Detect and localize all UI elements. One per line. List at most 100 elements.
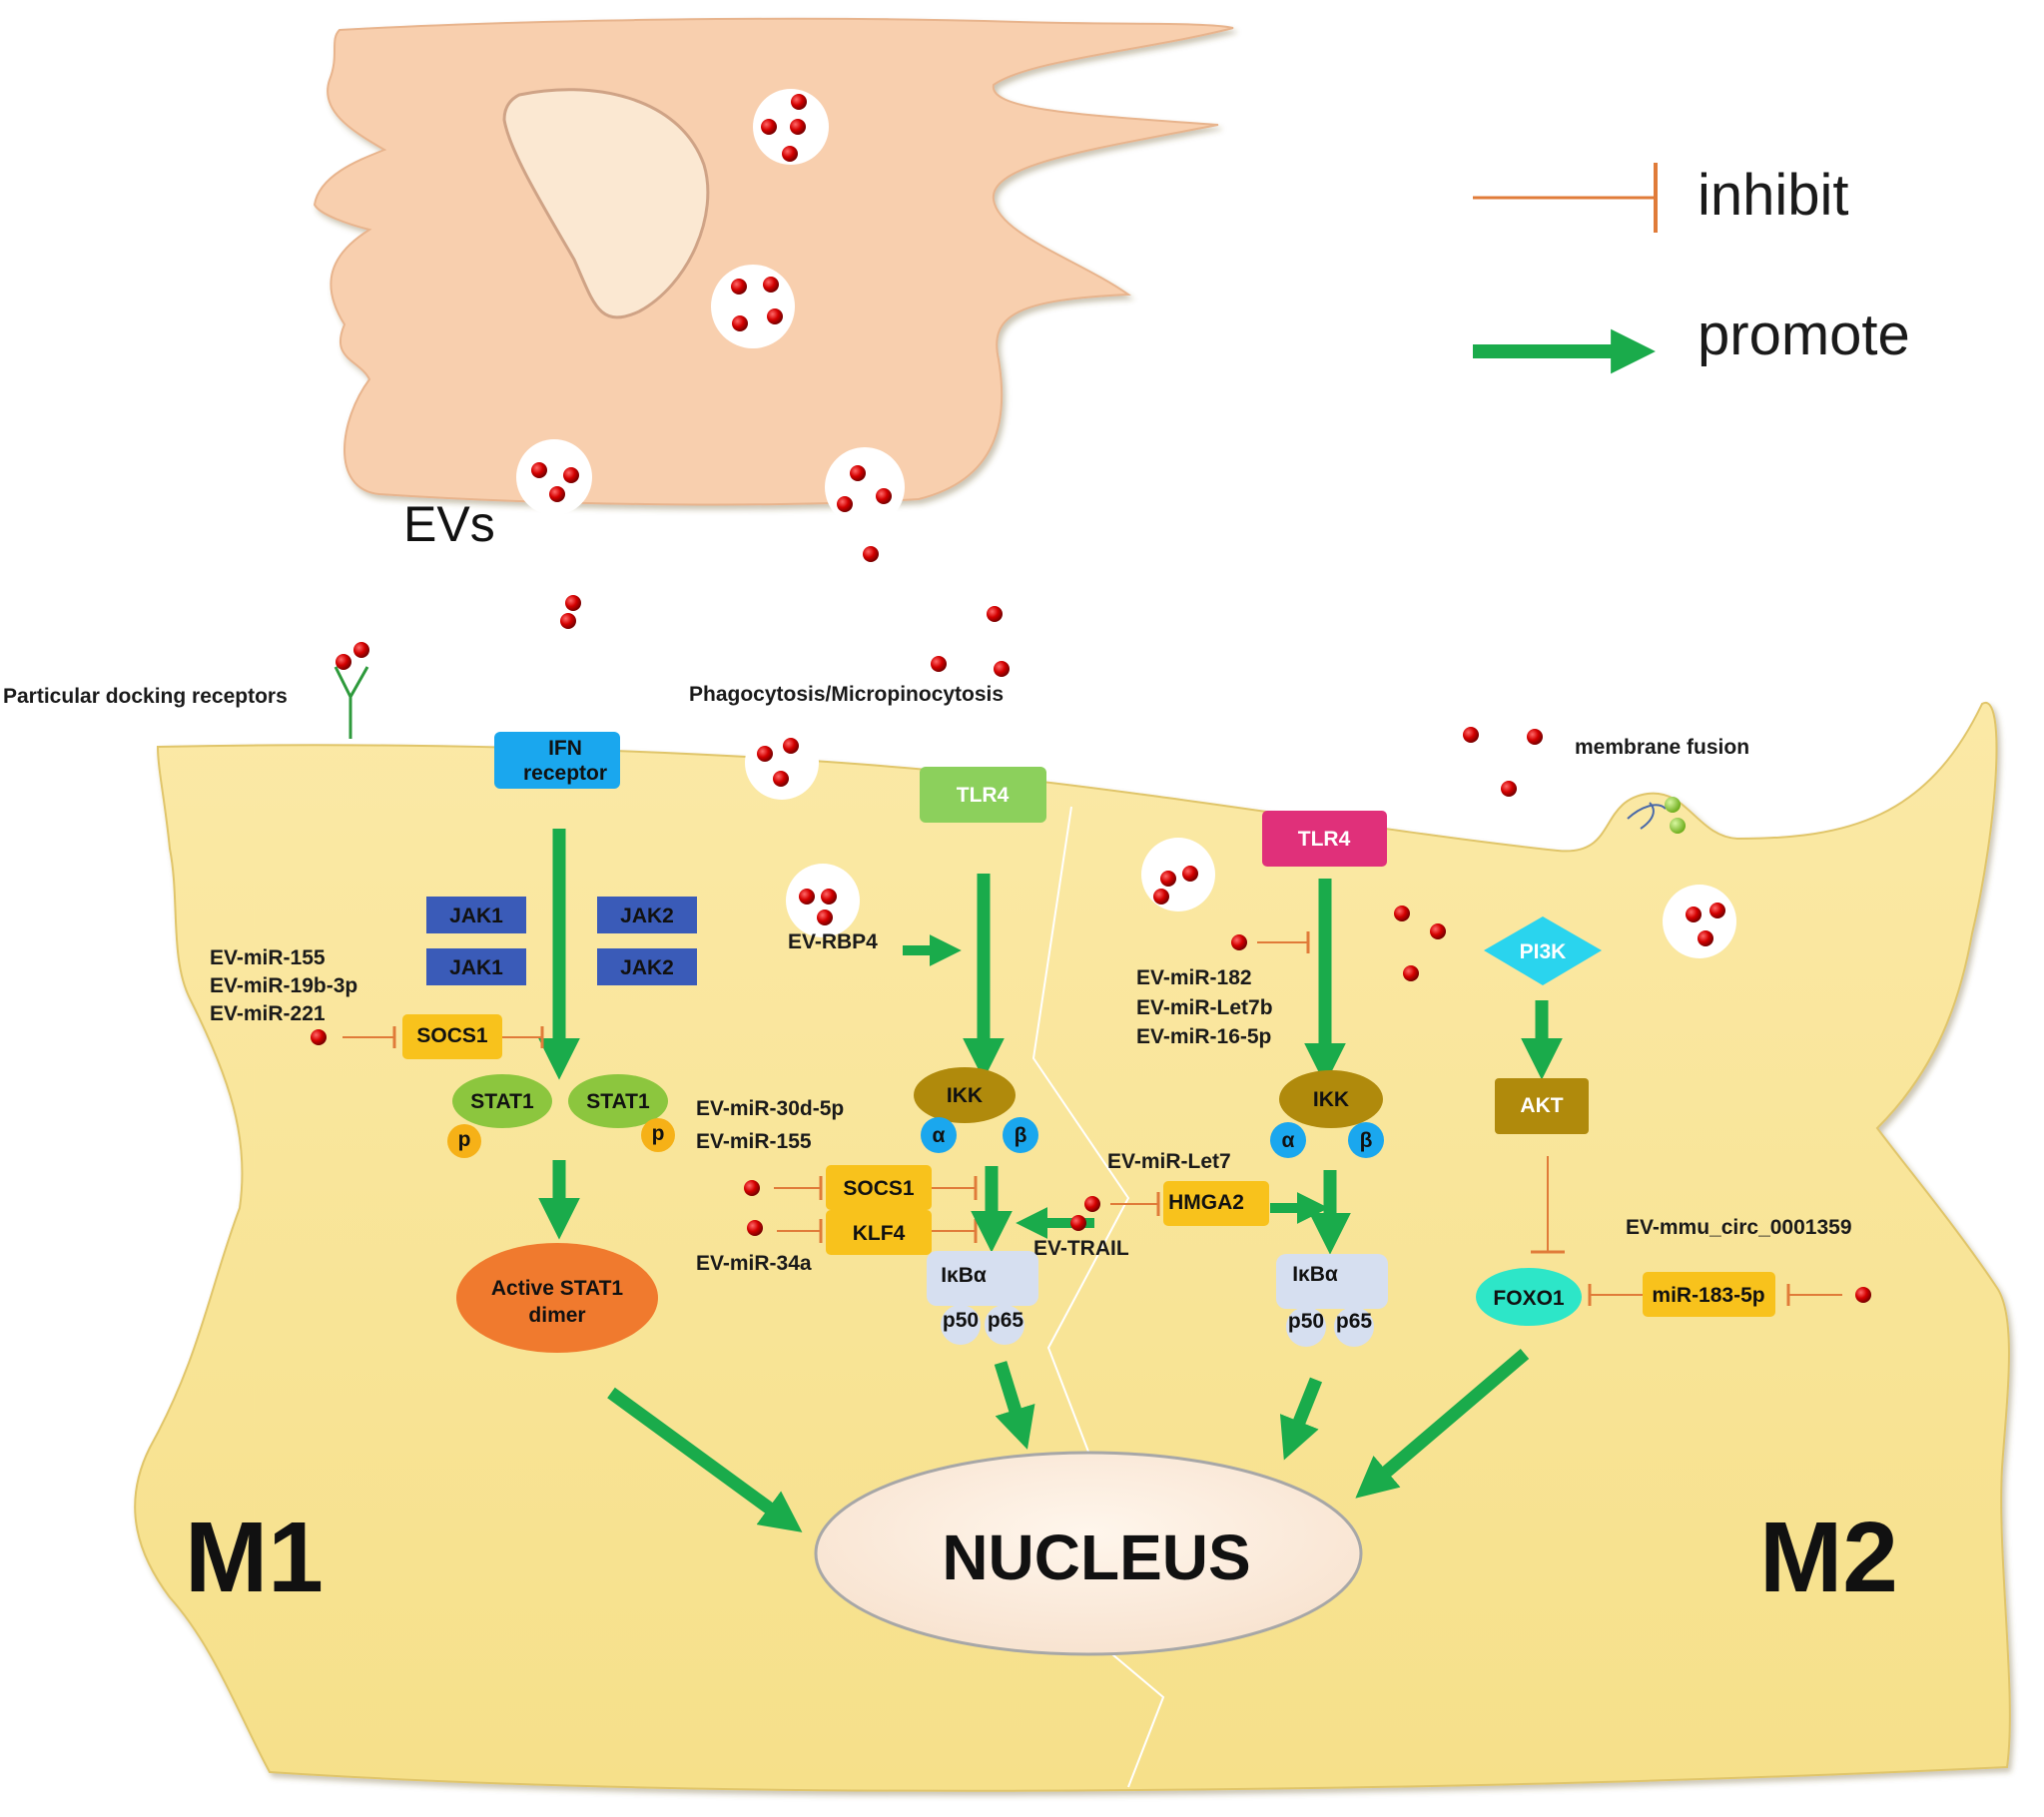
active-stat1-dimer	[456, 1243, 658, 1353]
circ-label: EV-mmu_circ_0001359	[1626, 1216, 1852, 1239]
p65-label: p65	[988, 1309, 1024, 1332]
active-stat1-label-2: dimer	[528, 1304, 585, 1327]
right-mirna-label: EV-miR-Let7b	[1136, 996, 1273, 1019]
ikk-alpha	[921, 1117, 957, 1153]
phospho-label: p	[458, 1128, 471, 1151]
jak2-label: JAK2	[620, 905, 674, 927]
ifn-receptor-label-1: IFN	[548, 737, 582, 760]
right-mirna-label: EV-miR-182	[1136, 966, 1252, 989]
tlr4-box-left	[920, 767, 1046, 823]
let7-label: EV-miR-Let7	[1107, 1150, 1231, 1173]
mir183-box	[1643, 1272, 1775, 1317]
mirna-30d-label: EV-miR-30d-5p	[696, 1097, 844, 1120]
p50-label: p50	[1288, 1310, 1324, 1333]
beta-label: β	[1360, 1129, 1373, 1152]
phospho-badge	[641, 1118, 675, 1152]
ev-vesicle	[516, 439, 592, 515]
nfkb-nucleus-arrow	[994, 1361, 1035, 1450]
ev-vesicle	[753, 89, 829, 165]
ev-particle	[744, 1180, 760, 1196]
alpha-label: α	[1282, 1129, 1295, 1152]
ifn-receptor-label-2: receptor	[523, 762, 607, 785]
socs1-label: SOCS1	[416, 1024, 488, 1047]
ikk-label: IKK	[947, 1084, 983, 1107]
rbp4-label: EV-RBP4	[788, 930, 878, 953]
ev-vesicle	[825, 447, 905, 527]
stat1-left	[452, 1074, 552, 1128]
nucleus-label: NUCLEUS	[942, 1521, 1250, 1593]
foxo1-nucleus-arrow	[1355, 1349, 1530, 1499]
m1-label: M1	[185, 1502, 324, 1613]
phagocytosis-label: Phagocytosis/Micropinocytosis	[689, 683, 1004, 706]
promote-legend-label: promote	[1698, 303, 1910, 367]
m1-mirna-label: EV-miR-155	[210, 946, 326, 969]
ev-vesicle	[711, 265, 795, 348]
membrane-fusion-site	[1627, 797, 1686, 834]
phagocytic-vesicle	[745, 726, 819, 800]
trail-label: EV-TRAIL	[1033, 1237, 1129, 1260]
m1-m2-divider	[1031, 806, 1165, 1788]
ikk-label: IKK	[1313, 1088, 1349, 1111]
active-stat1-label-1: Active STAT1	[491, 1277, 624, 1300]
foxo1-node	[1476, 1268, 1582, 1326]
ev-particle	[1855, 1287, 1871, 1303]
ikba-label: IκBα	[941, 1264, 987, 1287]
p50-subunit	[941, 1305, 981, 1345]
donor-cell-body	[313, 17, 1234, 506]
jak2-label: JAK2	[620, 956, 674, 979]
p50-subunit	[1286, 1307, 1326, 1347]
tlr4-label: TLR4	[1298, 828, 1351, 851]
m1-mirna-label: EV-miR-221	[210, 1002, 326, 1025]
membrane-fusion-label: membrane fusion	[1575, 736, 1749, 759]
ifn-jak-stat-pathway: IFN receptor JAK1 JAK1 JAK2 JAK2 EV-miR-…	[210, 732, 803, 1532]
socs1-label: SOCS1	[843, 1177, 915, 1200]
m1-mirna-label: EV-miR-19b-3p	[210, 974, 357, 997]
pi3k-akt-pathway: PI3K AKT EV-mmu_circ_0001359 FOXO1 miR-1…	[1355, 916, 1871, 1499]
hmga2-label: HMGA2	[1168, 1191, 1244, 1214]
ev-particle	[1070, 1215, 1086, 1231]
ikk-alpha	[1270, 1122, 1306, 1158]
intracellular-ev	[1141, 838, 1215, 911]
p65-subunit	[985, 1305, 1024, 1345]
p65-subunit	[1334, 1307, 1374, 1347]
foxo1-label: FOXO1	[1493, 1287, 1565, 1310]
ev-particle	[1231, 934, 1247, 950]
intracellular-ev	[1663, 885, 1736, 958]
socs1-box	[402, 1014, 502, 1059]
akt-box	[1495, 1078, 1589, 1134]
free-ev-particles	[336, 546, 1543, 797]
ev-particle	[747, 1220, 763, 1236]
jak2-box	[597, 948, 697, 985]
ikk-beta	[1348, 1122, 1384, 1158]
ikk-beta	[1003, 1117, 1038, 1153]
donor-nucleus	[502, 88, 710, 319]
ifn-receptor	[494, 732, 620, 789]
ikba-label: IκBα	[1292, 1263, 1338, 1286]
phospho-label: p	[652, 1122, 665, 1145]
stat1-label: STAT1	[586, 1090, 650, 1113]
pi3k-label: PI3K	[1520, 940, 1567, 963]
ev-particle	[311, 1029, 327, 1045]
p65-label: p65	[1336, 1310, 1373, 1333]
klf4-box	[826, 1210, 932, 1255]
klf4-label: KLF4	[853, 1222, 906, 1245]
ikba-complex	[927, 1251, 1038, 1306]
ikk-complex	[1279, 1070, 1383, 1128]
phospho-badge	[447, 1124, 481, 1158]
beta-label: β	[1015, 1124, 1027, 1147]
tlr4-right-pathway: TLR4 EV-miR-182 EV-miR-Let7b EV-miR-16-5…	[1084, 811, 1388, 1461]
ikk-complex	[914, 1067, 1016, 1123]
donor-cell: EVs	[313, 17, 1234, 552]
stat1-label: STAT1	[470, 1090, 534, 1113]
right-mirna-label: EV-miR-16-5p	[1136, 1025, 1271, 1048]
jak2-box	[597, 897, 697, 933]
nucleus: NUCLEUS	[814, 1451, 1363, 1656]
stat1-right	[568, 1074, 668, 1128]
mirna-155-label: EV-miR-155	[696, 1130, 812, 1153]
tlr4-label: TLR4	[957, 784, 1010, 807]
docking-receptor-label: Particular docking receptors	[3, 685, 288, 708]
mirna-34a-label: EV-miR-34a	[696, 1252, 812, 1275]
inhibit-legend-label: inhibit	[1698, 163, 1849, 228]
hmga2-box	[1163, 1181, 1269, 1226]
ikba-complex	[1276, 1254, 1388, 1309]
